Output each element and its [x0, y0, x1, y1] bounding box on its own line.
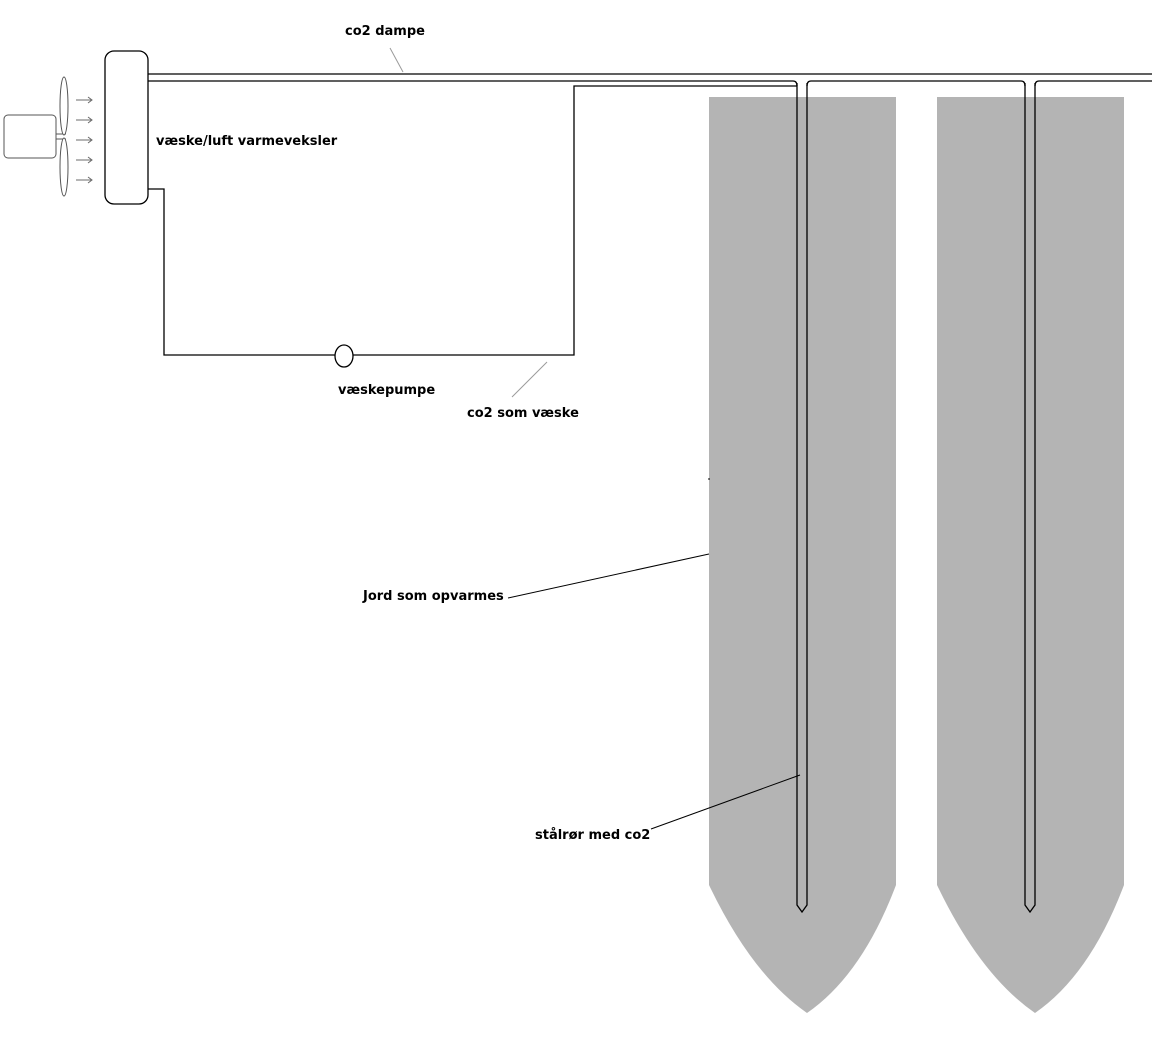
fan-blade-bottom-icon	[59, 137, 69, 197]
vapor-pipe	[148, 73, 1152, 87]
pump-symbol	[334, 344, 354, 368]
leader-soil	[507, 553, 710, 599]
soil-column-1	[709, 97, 896, 1013]
leader-liquid	[511, 361, 548, 398]
liquid-line	[148, 85, 797, 356]
label-heat-exchanger: væske/luft varmeveksler	[156, 134, 338, 149]
fan-blade-top-icon	[59, 76, 69, 136]
leader-steel-pipe	[650, 774, 801, 830]
steel-pipe-2	[1024, 83, 1036, 914]
label-soil: Jord som opvarmes	[362, 589, 504, 604]
heat-exchanger-box	[104, 50, 149, 205]
soil-column-2	[937, 97, 1124, 1013]
label-steel-pipe: stålrør med co2	[535, 828, 650, 843]
airflow-arrows-icon	[76, 96, 93, 184]
steel-pipe-1	[796, 83, 808, 914]
label-liquid: co2 som væske	[467, 406, 579, 421]
leader-vapor	[389, 47, 404, 73]
fan-motor-icon	[3, 114, 57, 159]
label-vapor: co2 dampe	[345, 24, 425, 39]
label-pump: væskepumpe	[338, 383, 435, 398]
